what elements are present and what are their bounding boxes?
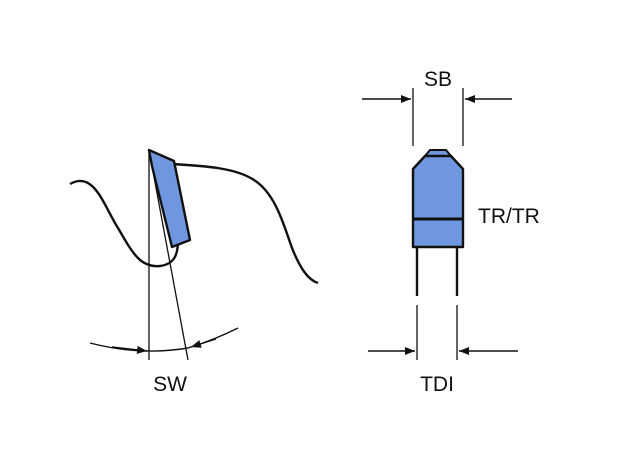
gullet-curve	[69, 179, 180, 268]
tooth-front-view: SB TR/TR TDI	[362, 68, 540, 396]
tooth-side-view: SW	[69, 148, 319, 396]
tooth-back-curve	[171, 162, 319, 285]
sw-arrow-right	[190, 338, 217, 348]
angled-reference-line	[148, 149, 189, 361]
tdi-label: TDI	[420, 373, 454, 396]
sw-arrow-left	[111, 345, 148, 354]
tip-body	[411, 154, 465, 249]
sw-label: SW	[153, 373, 187, 396]
sb-label: SB	[424, 68, 452, 91]
sw-dimension-arc	[89, 327, 239, 352]
tr-tr-label: TR/TR	[478, 205, 540, 228]
